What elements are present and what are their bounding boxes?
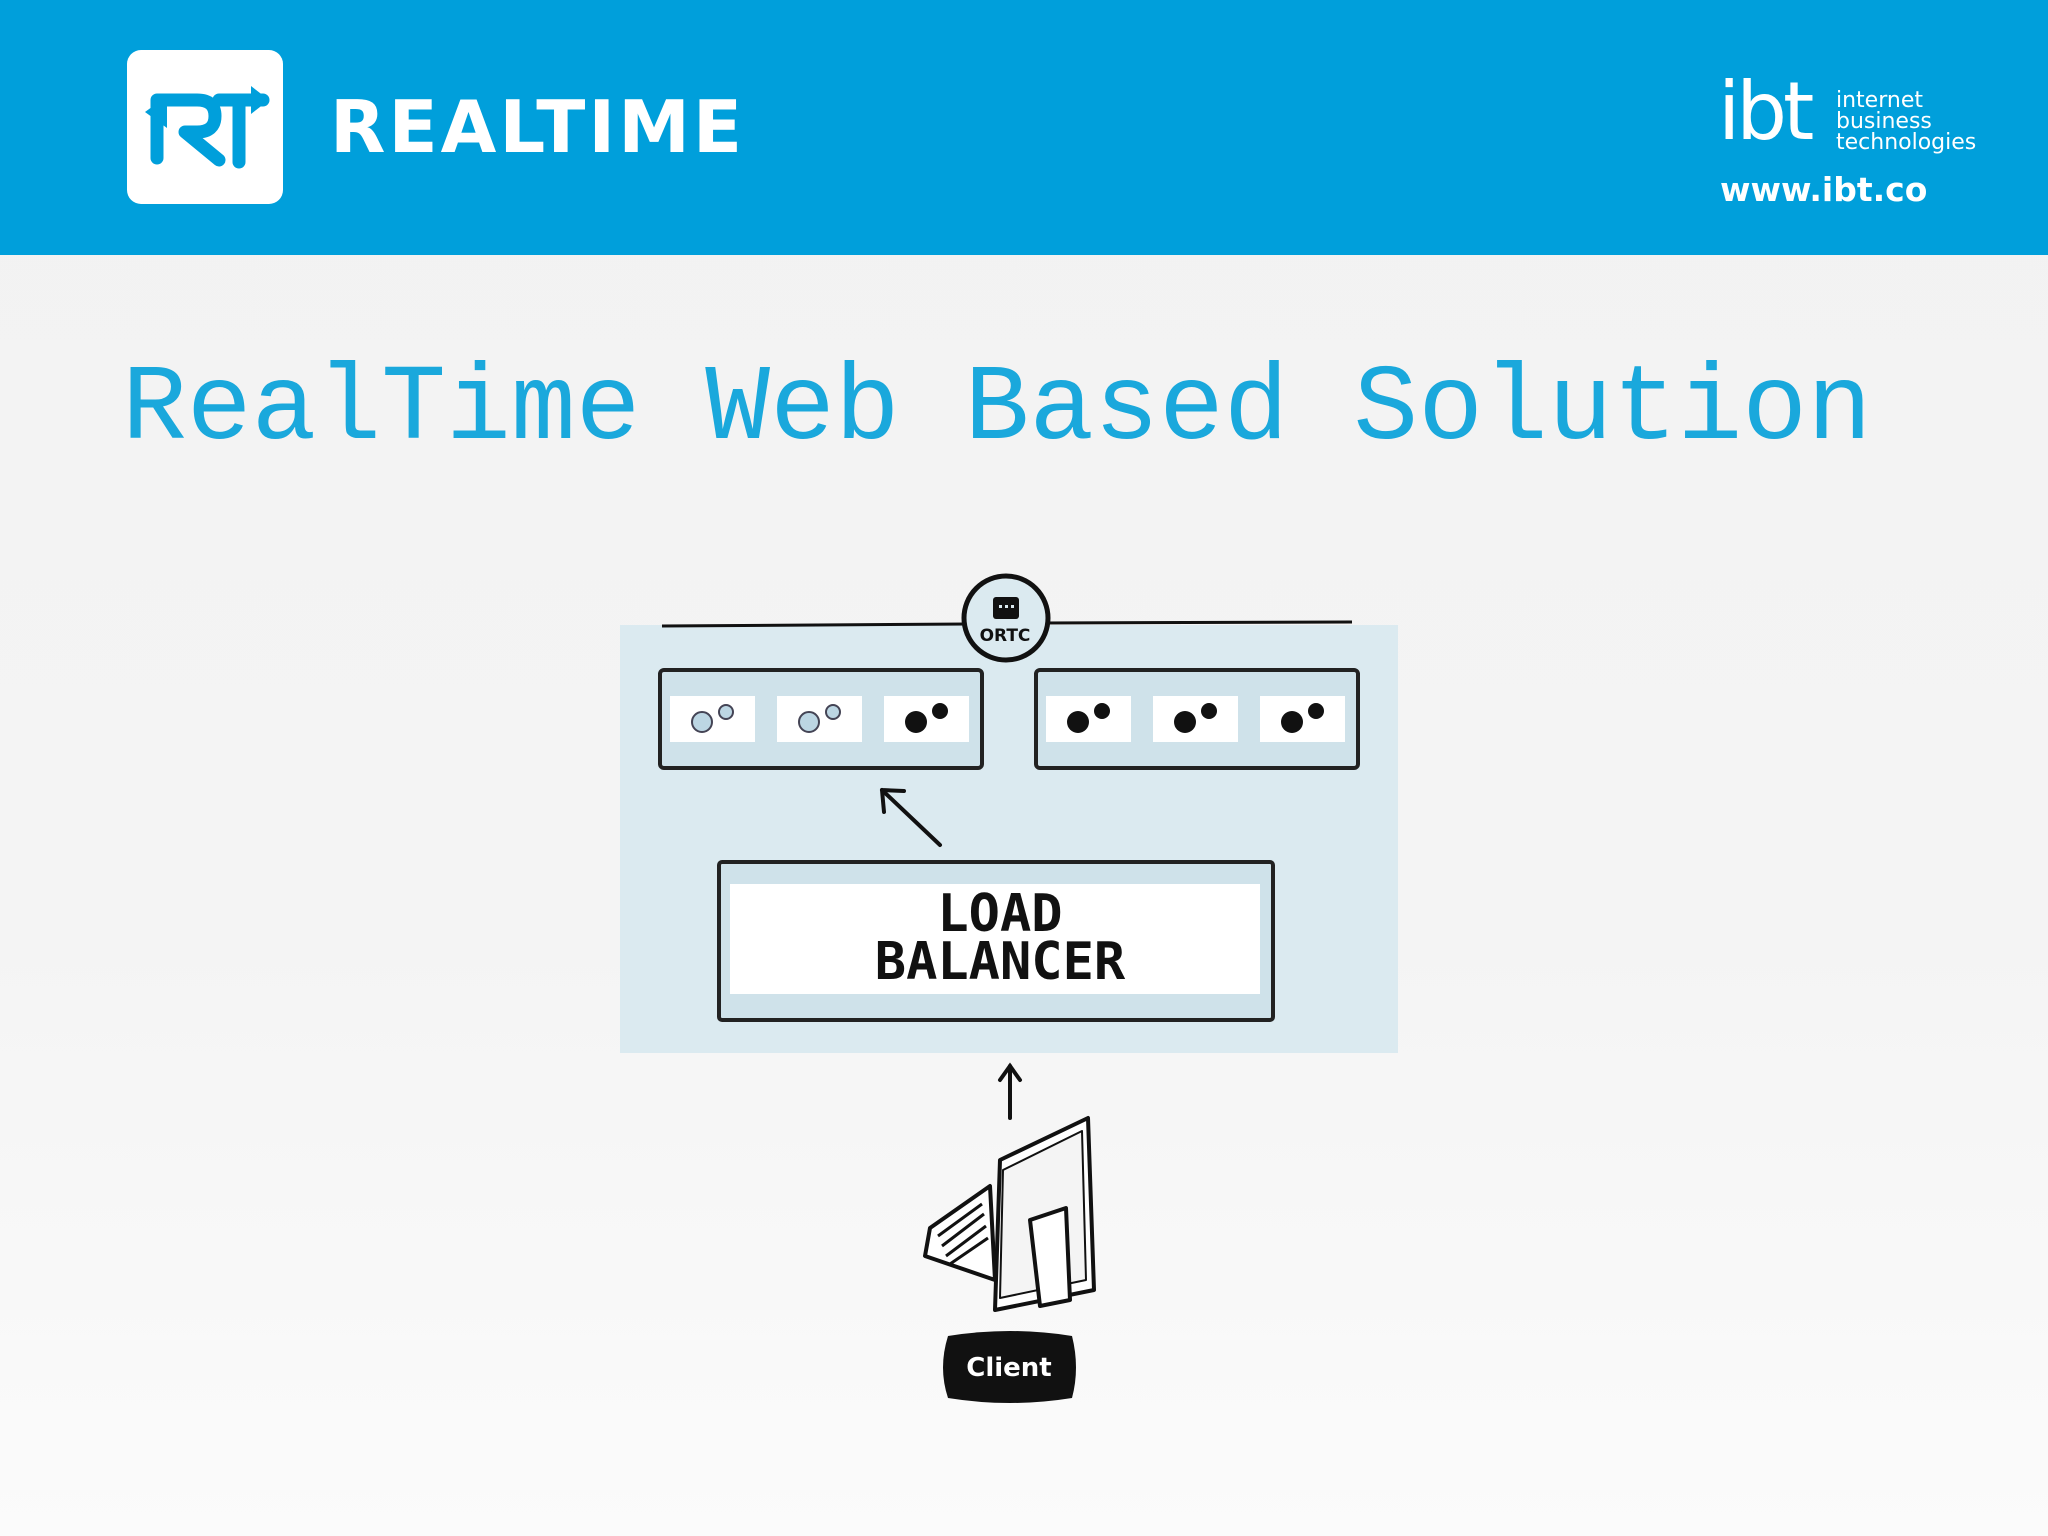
rt-logo-icon <box>145 86 270 169</box>
load-balancer-label: LOAD BALANCER <box>730 884 1270 992</box>
client-badge <box>943 1331 1076 1403</box>
header-bar: REALTIME ibt internet business technolog… <box>0 0 2048 255</box>
realtime-logo <box>127 50 283 204</box>
gear-icon <box>1067 703 1110 733</box>
ibt-tagline-line: technologies <box>1836 130 1977 155</box>
ibt-tagline-line: internet <box>1836 88 1923 113</box>
gear-icon <box>798 704 841 733</box>
ortc-label: ORTC <box>979 626 1031 646</box>
cluster-top-line <box>661 620 1353 628</box>
ibt-logo: ibt <box>1718 65 1814 158</box>
gear-icon <box>691 704 734 733</box>
server-group-1 <box>658 668 984 770</box>
gear-icon <box>1281 703 1324 733</box>
load-balancer <box>717 860 1275 1022</box>
slide-title: RealTime Web Based Solution <box>122 349 1872 471</box>
ortc-badge <box>961 573 1051 663</box>
arrow-to-load-balancer <box>998 1062 1022 1120</box>
gear-icon <box>905 703 948 733</box>
ibt-url: www.ibt.co <box>1720 170 1928 209</box>
ibt-tagline-line: business <box>1836 109 1932 134</box>
arrow-to-servers <box>880 788 942 847</box>
brand-name: REALTIME <box>330 85 746 169</box>
load-balancer-label-line: BALANCER <box>874 932 1126 992</box>
load-balancer-label-line: LOAD <box>937 884 1063 944</box>
computer-icon <box>923 1116 1096 1312</box>
gear-icon <box>1174 703 1217 733</box>
client-label: Client <box>966 1353 1052 1383</box>
ibt-tagline: internet business technologies <box>1836 88 2016 155</box>
